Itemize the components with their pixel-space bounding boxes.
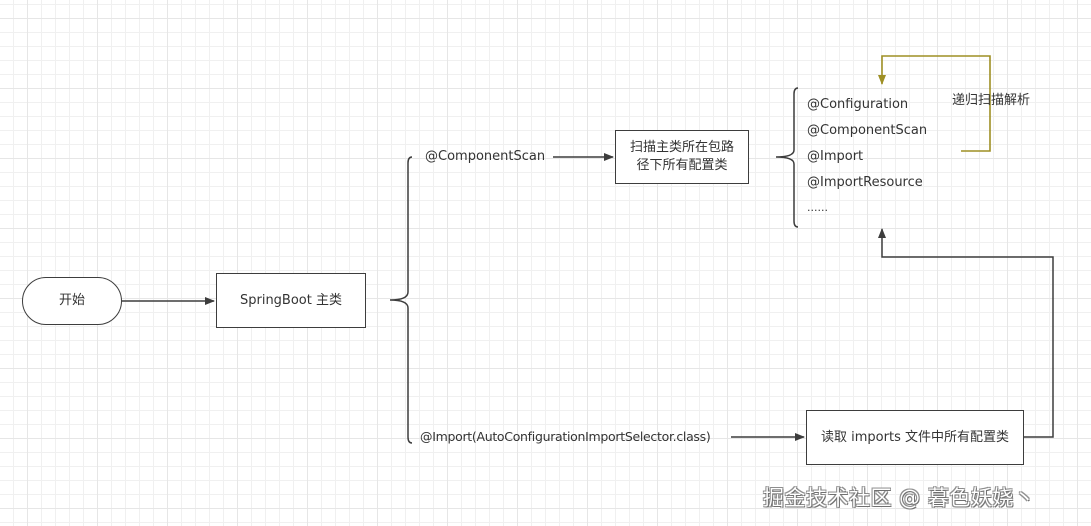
annotation-item: ...... bbox=[807, 201, 828, 214]
read-imports-node[interactable]: 读取 imports 文件中所有配置类 bbox=[806, 410, 1024, 465]
springboot-main-label: SpringBoot 主类 bbox=[239, 292, 342, 308]
branch-brace bbox=[389, 156, 413, 444]
annotation-item: @Configuration bbox=[807, 97, 909, 112]
scan-packages-label-line1: 扫描主类所在包路 bbox=[629, 140, 734, 155]
recursive-edge-label: 递归扫描解析 bbox=[952, 93, 1031, 108]
watermark: 掘金技术社区 @ 暮色妖娆丶 bbox=[763, 486, 1036, 510]
read-imports-label: 读取 imports 文件中所有配置类 bbox=[821, 429, 1009, 445]
arrow-recursive-loop bbox=[878, 55, 991, 152]
annotation-item: @ComponentScan bbox=[807, 123, 928, 138]
componentscan-edge-label: @ComponentScan bbox=[425, 149, 546, 164]
start-node[interactable]: 开始 bbox=[22, 277, 122, 325]
scan-packages-label-line2: 径下所有配置类 bbox=[636, 158, 728, 173]
annotation-item: @Import bbox=[807, 149, 864, 164]
scan-packages-node[interactable]: 扫描主类所在包路 径下所有配置类 bbox=[615, 130, 749, 184]
start-node-label: 开始 bbox=[58, 293, 85, 308]
annotation-item: @ImportResource bbox=[807, 175, 923, 190]
arrow-imports-to-list bbox=[878, 228, 1054, 438]
annotation-brace bbox=[775, 87, 799, 228]
import-selector-edge-label: @Import(AutoConfigurationImportSelector.… bbox=[420, 429, 711, 444]
springboot-main-node[interactable]: SpringBoot 主类 bbox=[216, 273, 366, 328]
